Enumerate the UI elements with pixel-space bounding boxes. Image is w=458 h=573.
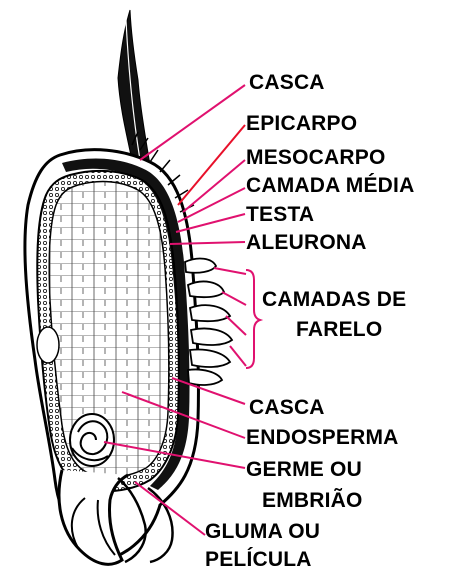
germ bbox=[70, 414, 114, 466]
label-casca-top: CASCA bbox=[249, 71, 325, 95]
label-mesocarpo: MESOCARPO bbox=[246, 146, 385, 170]
label-germe-line1: GERME OU bbox=[246, 458, 362, 482]
awn bbox=[118, 10, 150, 170]
label-germe-line2: EMBRIÃO bbox=[262, 489, 363, 513]
label-aleurona: ALEURONA bbox=[246, 231, 367, 255]
label-testa: TESTA bbox=[246, 203, 314, 227]
label-casca-bottom: CASCA bbox=[249, 396, 325, 420]
farelo-bracket bbox=[246, 270, 260, 368]
label-gluma-line1: GLUMA OU bbox=[205, 520, 320, 544]
label-camadas-de-farelo-line2: FARELO bbox=[296, 318, 382, 342]
label-camada-media: CAMADA MÉDIA bbox=[246, 174, 414, 198]
label-endosperma: ENDOSPERMA bbox=[246, 426, 399, 450]
label-epicarpo: EPICARPO bbox=[246, 112, 357, 136]
label-gluma-line2: PELÍCULA bbox=[205, 548, 312, 572]
label-camadas-de-farelo-line1: CAMADAS DE bbox=[262, 288, 406, 312]
